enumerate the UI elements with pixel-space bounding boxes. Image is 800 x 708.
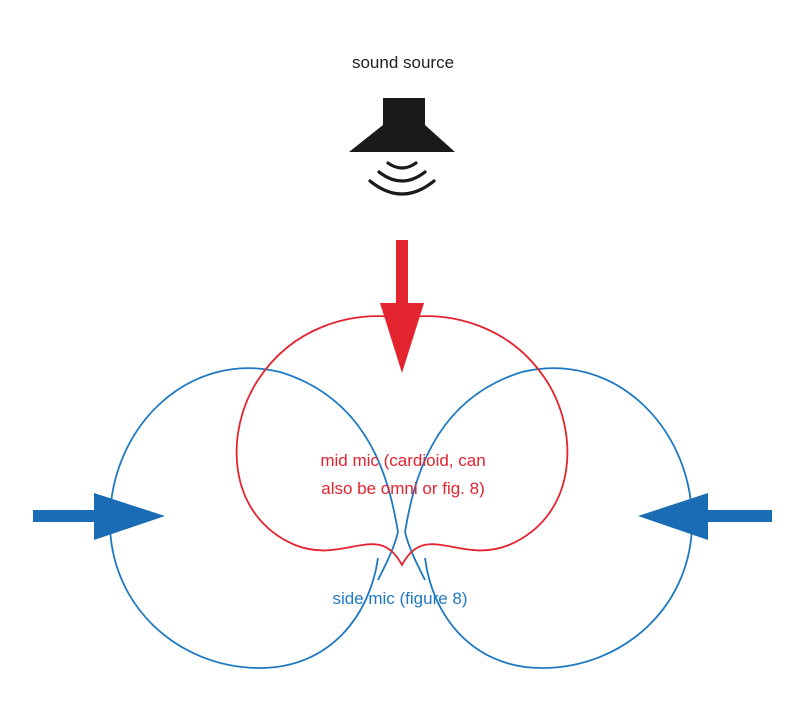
side-mic-right-arrow (638, 493, 772, 540)
sound-wave-2 (377, 170, 427, 183)
left-arrow-head (94, 493, 165, 540)
mid-mic-label-line1: mid mic (cardioid, can (320, 451, 485, 470)
sound-wave-1 (386, 161, 418, 170)
sound-source-label: sound source (352, 53, 454, 72)
speaker-horn (349, 125, 455, 152)
speaker-body (383, 98, 425, 126)
sound-wave-3 (368, 179, 436, 196)
loudspeaker-icon (349, 98, 455, 196)
side-mic-label: side mic (figure 8) (332, 589, 467, 608)
mid-arrow-shaft (396, 240, 408, 308)
mid-mic-label-line2: also be omni or fig. 8) (321, 479, 484, 498)
mid-mic-arrow (380, 240, 424, 373)
right-arrow-shaft (702, 510, 772, 522)
side-mic-center-stem-left (377, 531, 399, 581)
side-mic-left-arrow (33, 493, 165, 540)
left-arrow-shaft (33, 510, 101, 522)
mid-arrow-head (380, 303, 424, 373)
side-mic-pattern (109, 367, 693, 669)
side-mic-center-stem-right (404, 531, 426, 581)
right-arrow-head (638, 493, 708, 540)
